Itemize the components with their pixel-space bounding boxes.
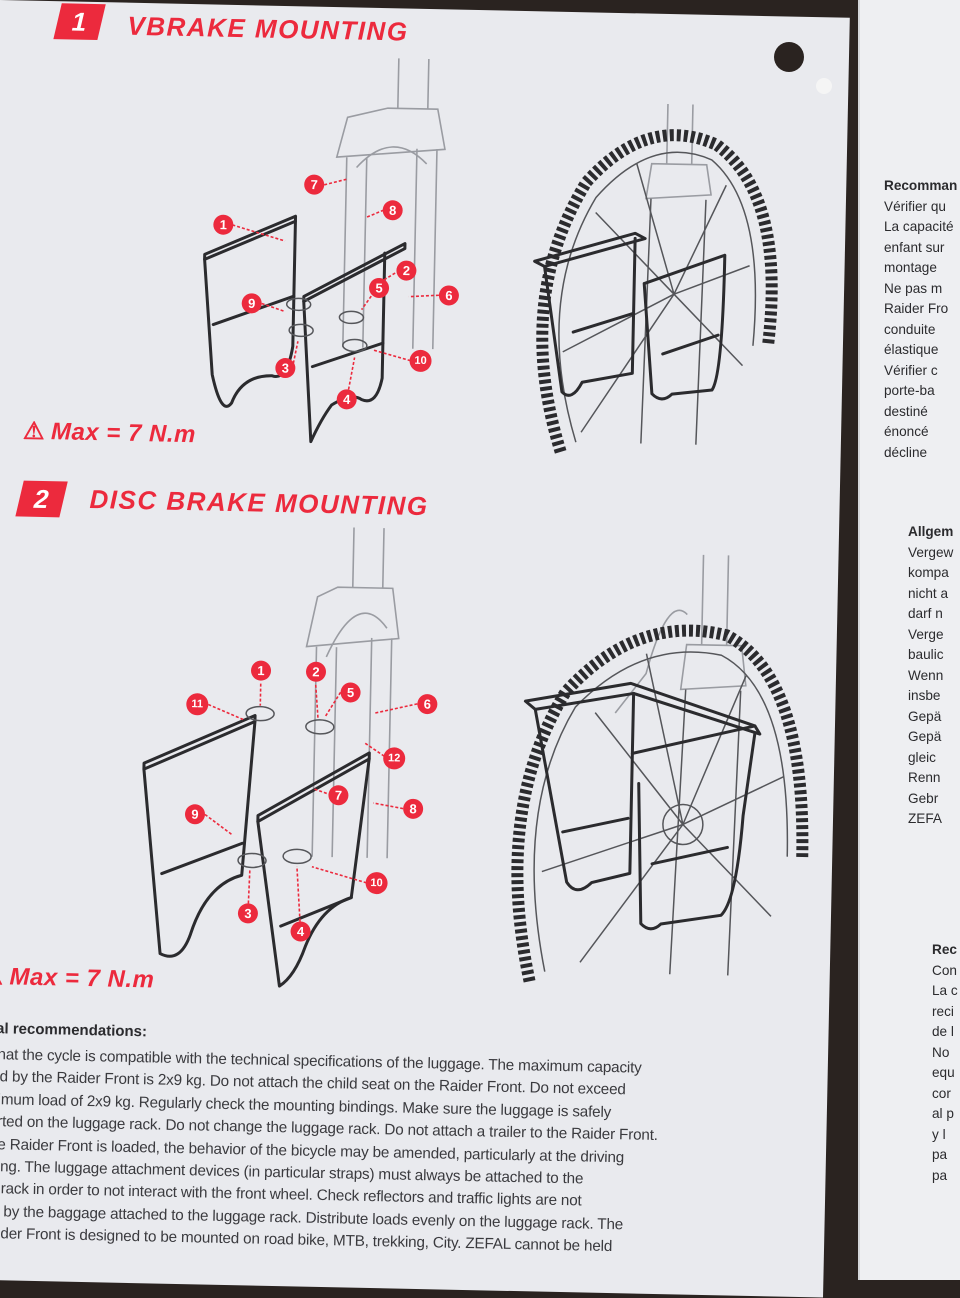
svg-text:12: 12 [388,752,400,764]
svg-text:10: 10 [370,877,382,889]
french-section: Recomman Vérifier qu La capacité enfant … [884,178,958,460]
svg-text:4: 4 [297,924,305,939]
svg-text:7: 7 [310,177,318,192]
section-1-title: VBRAKE MOUNTING [127,10,409,47]
callout-1-v [213,214,234,235]
svg-text:1: 1 [220,217,228,232]
svg-text:2: 2 [312,664,320,679]
svg-text:9: 9 [248,296,256,311]
svg-text:8: 8 [409,801,417,816]
general-recommendations-title: eneral recommendations: [0,1019,148,1041]
svg-text:3: 3 [282,360,290,375]
svg-text:10: 10 [414,355,426,367]
svg-text:9: 9 [191,807,199,822]
svg-text:1: 1 [257,663,265,678]
svg-text:5: 5 [347,685,355,700]
disc-brake-wheel-illustration [511,554,809,983]
section-2-torque: ⚠Max = 7 N.m [0,962,155,995]
section-1-badge: 1 [53,3,106,41]
vbrake-wheel-illustration [533,103,778,454]
hang-hole-ring [816,78,832,94]
svg-text:2: 2 [403,263,411,278]
section-1-torque: ⚠Max = 7 N.m [22,417,197,449]
disc-brake-exploded-diagram: 1 2 3 4 5 6 7 8 9 10 11 12 [142,527,438,988]
general-recommendations-text: heck that the cycle is compatible with t… [0,1043,848,1263]
instruction-sheet: 1 VBRAKE MOUNTING 1 2 3 4 5 6 7 8 9 10 [0,0,850,1298]
spanish-section: Rec Con La c reci de l No equ cor al p y… [932,942,958,1183]
svg-text:6: 6 [445,288,453,303]
warning-icon: ⚠ [22,417,46,446]
hang-hole [774,42,804,72]
svg-text:5: 5 [375,280,383,295]
svg-text:7: 7 [335,788,343,803]
svg-text:3: 3 [244,906,252,921]
translation-page: Recomman Vérifier qu La capacité enfant … [858,0,960,1280]
section-2-badge: 2 [15,480,68,518]
vbrake-exploded-diagram: 1 2 3 4 5 6 7 8 9 10 [203,58,459,444]
svg-text:8: 8 [389,203,397,218]
svg-text:4: 4 [343,392,351,407]
section-2-title: DISC BRAKE MOUNTING [89,483,429,522]
warning-icon: ⚠ [0,962,4,991]
german-section: Allgem Vergew kompa nicht a darf n Verge… [908,524,954,826]
svg-text:11: 11 [191,698,203,710]
svg-text:6: 6 [424,697,432,712]
